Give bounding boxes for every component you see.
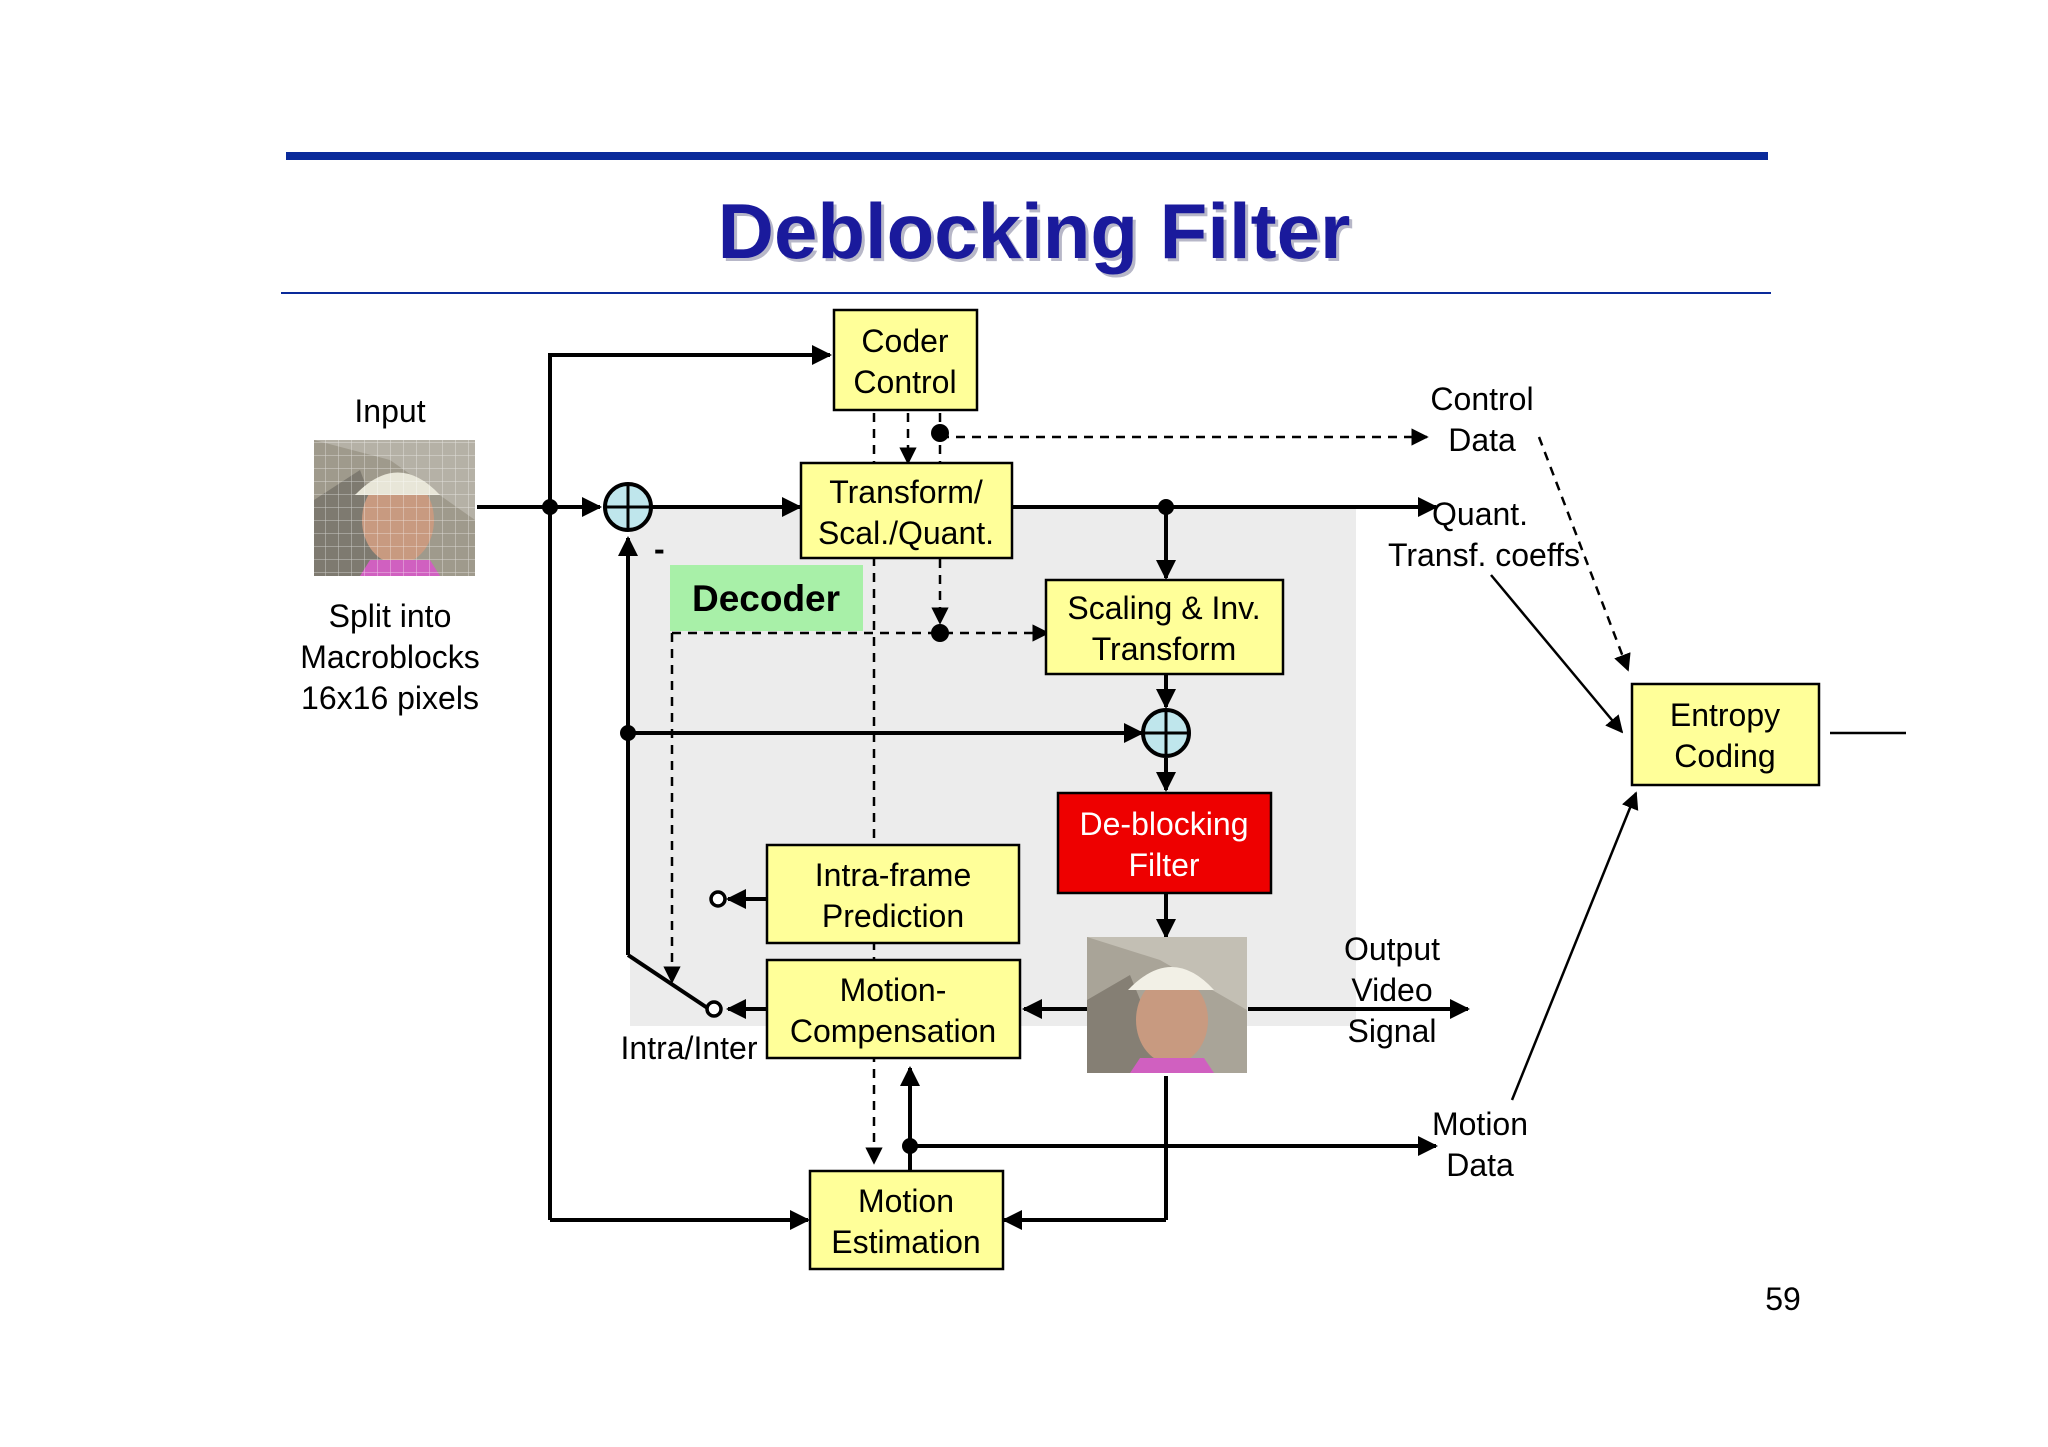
output-label-line-2: Video bbox=[1351, 972, 1432, 1008]
intra-inter-label: Intra/Inter bbox=[621, 1030, 758, 1066]
control-data-label-line-1: Control bbox=[1430, 381, 1533, 417]
entropy-coding-box: Entropy Coding bbox=[1630, 682, 1821, 787]
title-shadow: Deblocking Filter bbox=[721, 190, 1354, 278]
signal-lines bbox=[477, 345, 1906, 1230]
svg-text:Motion-: Motion- bbox=[840, 972, 947, 1008]
motion-estimation-box: Motion Estimation bbox=[808, 1169, 1005, 1271]
svg-text:Scal./Quant.: Scal./Quant. bbox=[818, 515, 994, 551]
svg-text:Transform/: Transform/ bbox=[829, 474, 983, 510]
input-caption-line-1: Split into bbox=[329, 598, 452, 634]
svg-text:Entropy: Entropy bbox=[1670, 697, 1780, 733]
svg-text:Estimation: Estimation bbox=[831, 1224, 980, 1260]
input-caption-line-2: Macroblocks bbox=[300, 639, 480, 675]
svg-text:Coder: Coder bbox=[861, 323, 949, 359]
svg-text:Filter: Filter bbox=[1128, 847, 1199, 883]
svg-text:Coding: Coding bbox=[1674, 738, 1775, 774]
title-top-rule bbox=[286, 152, 1768, 160]
svg-text:Intra-frame: Intra-frame bbox=[815, 857, 971, 893]
page-number: 59 bbox=[1765, 1281, 1801, 1317]
output-label-line-1: Output bbox=[1344, 931, 1440, 967]
inter-switch-contact bbox=[705, 1000, 723, 1018]
svg-text:Scaling & Inv.: Scaling & Inv. bbox=[1067, 590, 1260, 626]
intra-switch-contact bbox=[709, 890, 727, 908]
motion-compensation-box: Motion- Compensation bbox=[765, 958, 1022, 1060]
junction-dots bbox=[542, 424, 1174, 1154]
scaling-inv-transform-box: Scaling & Inv. Transform bbox=[1044, 578, 1285, 676]
svg-text:Compensation: Compensation bbox=[790, 1013, 996, 1049]
control-data-label-line-2: Data bbox=[1448, 422, 1516, 458]
transform-quant-box: Transform/ Scal./Quant. bbox=[799, 461, 1014, 560]
input-caption-line-3: 16x16 pixels bbox=[301, 680, 479, 716]
intra-frame-prediction-box: Intra-frame Prediction bbox=[765, 843, 1021, 945]
reconstruction-adder bbox=[1141, 708, 1191, 758]
svg-text:Control: Control bbox=[853, 364, 956, 400]
decoder-label-box: Decoder bbox=[670, 565, 863, 631]
output-frame-image bbox=[1087, 937, 1247, 1073]
motion-data-label-line-1: Motion bbox=[1432, 1106, 1528, 1142]
output-label-line-3: Signal bbox=[1348, 1013, 1437, 1049]
page-title: Deblocking Filter bbox=[718, 187, 1351, 275]
svg-text:Decoder: Decoder bbox=[692, 578, 840, 619]
title-bottom-rule bbox=[281, 292, 1771, 294]
deblocking-filter-box: De-blocking Filter bbox=[1056, 791, 1273, 895]
minus-sign: - bbox=[654, 531, 665, 567]
coder-control-box: Coder Control bbox=[832, 308, 979, 412]
svg-text:Prediction: Prediction bbox=[822, 898, 964, 934]
input-label: Input bbox=[354, 393, 425, 429]
motion-data-label-line-2: Data bbox=[1446, 1147, 1514, 1183]
svg-text:De-blocking: De-blocking bbox=[1080, 806, 1249, 842]
input-frame-image bbox=[314, 440, 475, 576]
input-adder bbox=[603, 482, 653, 532]
quant-coeffs-label-line-2: Transf. coeffs bbox=[1388, 537, 1580, 573]
quant-coeffs-label-line-1: Quant. bbox=[1432, 496, 1528, 532]
svg-text:Motion: Motion bbox=[858, 1183, 954, 1219]
svg-text:Transform: Transform bbox=[1092, 631, 1237, 667]
